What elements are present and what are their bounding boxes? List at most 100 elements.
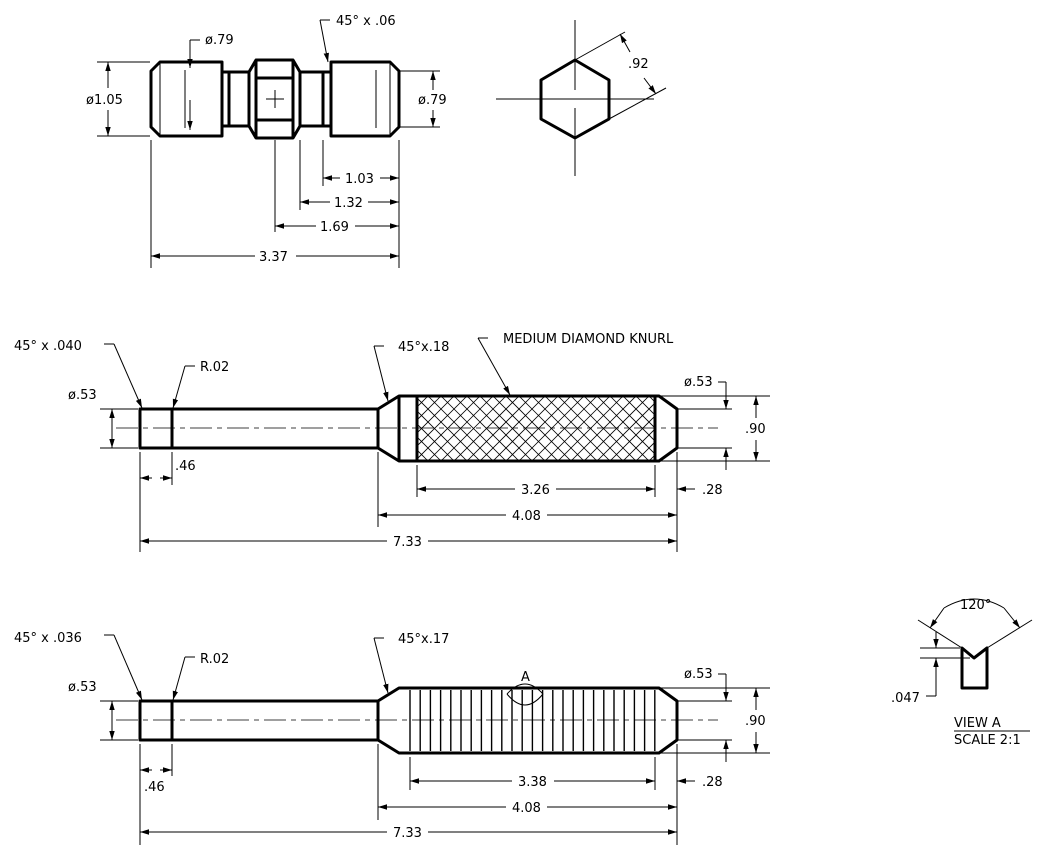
middle-radius-label: R.02 [200, 360, 229, 375]
middle-dim-end: .28 [702, 483, 723, 498]
knurl-line [337, 396, 402, 461]
bottom-part-outline [138, 686, 679, 755]
knurl-line [675, 396, 740, 461]
view-a-rib-profile [960, 646, 989, 690]
bottom-dim-ribs: 3.38 [518, 775, 547, 790]
detail-a-label: A [521, 670, 530, 685]
top-dim-overall: 3.37 [259, 250, 288, 265]
middle-dia-body-label: .90 [745, 422, 766, 437]
knurl-line [558, 396, 624, 460]
leader-arrow [373, 345, 389, 402]
knurl-line [428, 396, 494, 460]
dim-arrow [643, 77, 657, 95]
middle-dim-groove: .46 [175, 459, 196, 474]
view-a-detail: 120° .047 VIEW A SCALE 2:1 [891, 598, 1033, 748]
bottom-dim-end: .28 [702, 775, 723, 790]
knurl-note-label: MEDIUM DIAMOND KNURL [503, 332, 674, 347]
leader-arrow [172, 656, 186, 701]
knurl-line [648, 396, 655, 403]
knurl-line [417, 396, 455, 434]
detail-a-arc [506, 683, 544, 695]
knurl-line [417, 436, 441, 460]
dim-arrow [619, 33, 631, 53]
hex-end-view: .92 [496, 20, 667, 176]
bottom-dim-body: 4.08 [512, 801, 541, 816]
bottom-dim-overall: 7.33 [393, 826, 422, 841]
knurl-line [532, 396, 598, 460]
dim-arrow [929, 607, 945, 629]
middle-part-outline [138, 394, 679, 463]
knurl-line [417, 396, 429, 408]
knurl-line [584, 396, 650, 460]
bottom-dia-body-label: .90 [745, 714, 766, 729]
knurl-line [417, 449, 428, 460]
knurl-line [675, 396, 740, 461]
top-part-view: ø1.05 ø.79 ø.79 45° x .06 1.03 1.32 [86, 14, 447, 268]
view-a-scale: SCALE 2:1 [954, 733, 1021, 748]
bottom-radius-label: R.02 [200, 652, 229, 667]
view-a-title: VIEW A [954, 716, 1001, 731]
view-a-angle-ext [986, 619, 1033, 649]
knurl-line [417, 396, 468, 447]
bottom-dim-groove: .46 [144, 780, 165, 795]
top-dim-2: 1.32 [334, 196, 363, 211]
top-right-collar [329, 60, 401, 138]
middle-dim-body: 4.08 [512, 509, 541, 524]
hex-flats-label: .92 [628, 57, 649, 72]
middle-chamfer-end-label: 45° x .040 [14, 339, 82, 354]
knurl-line [597, 402, 655, 460]
knurl-line [649, 454, 655, 460]
view-a-angle-arc [943, 598, 1005, 609]
knurl-line [610, 415, 655, 460]
leader-arrow [172, 365, 186, 409]
view-a-depth-label: .047 [891, 691, 920, 706]
top-chamfer-label: 45° x .06 [336, 14, 396, 29]
knurl-line [454, 396, 520, 460]
knurl-line [467, 396, 533, 460]
knurl-line [417, 396, 481, 460]
knurl-line [519, 396, 585, 460]
top-left-collar [149, 60, 224, 138]
knurl-line [506, 396, 572, 460]
middle-chamfer-step-label: 45°x.18 [398, 340, 449, 355]
bottom-dia-left-label: ø.53 [68, 680, 97, 695]
top-right-neck [300, 70, 333, 128]
knurl-line [571, 396, 637, 460]
knurl-line [636, 441, 655, 460]
middle-dim-knurl: 3.26 [521, 483, 550, 498]
view-a-angle-label: 120° [960, 598, 991, 613]
knurl-line [635, 396, 655, 416]
diamond-knurl-pattern [337, 396, 753, 461]
bottom-chamfer-end-label: 45° x .036 [14, 631, 82, 646]
knurl-line [688, 396, 753, 461]
leader-arrow [113, 343, 143, 409]
knurl-line [493, 396, 559, 460]
knurl-line [622, 396, 655, 429]
leader-arrow [373, 637, 389, 694]
view-a-angle-ext [917, 619, 963, 649]
top-dia-right-label: ø.79 [418, 93, 447, 108]
top-left-neck [222, 70, 251, 128]
rib-pattern [409, 690, 656, 751]
leader-arrow [477, 337, 511, 396]
knurl-line [480, 396, 546, 460]
middle-dim-overall: 7.33 [393, 535, 422, 550]
top-dia-overall-label: ø1.05 [86, 93, 123, 108]
knurl-line [623, 428, 655, 460]
knurl-line [688, 396, 753, 461]
knurl-line [441, 396, 507, 460]
middle-dia-left-label: ø.53 [68, 388, 97, 403]
dim-arrow [1003, 607, 1021, 629]
bottom-part-view: A 45° x .036 R.02 45°x.17 ø.53 ø.53 .90 [14, 631, 770, 845]
dim-ext [574, 31, 626, 61]
top-dim-1: 1.03 [345, 172, 374, 187]
top-dim-3: 1.69 [320, 220, 349, 235]
bottom-dia-right-label: ø.53 [684, 667, 713, 682]
knurl-line [545, 396, 611, 460]
detail-a-arc-lower [506, 693, 544, 706]
knurl-line [337, 396, 402, 461]
leader-arrow [113, 634, 143, 701]
middle-dia-right-label: ø.53 [684, 375, 713, 390]
bottom-chamfer-step-label: 45°x.17 [398, 632, 449, 647]
